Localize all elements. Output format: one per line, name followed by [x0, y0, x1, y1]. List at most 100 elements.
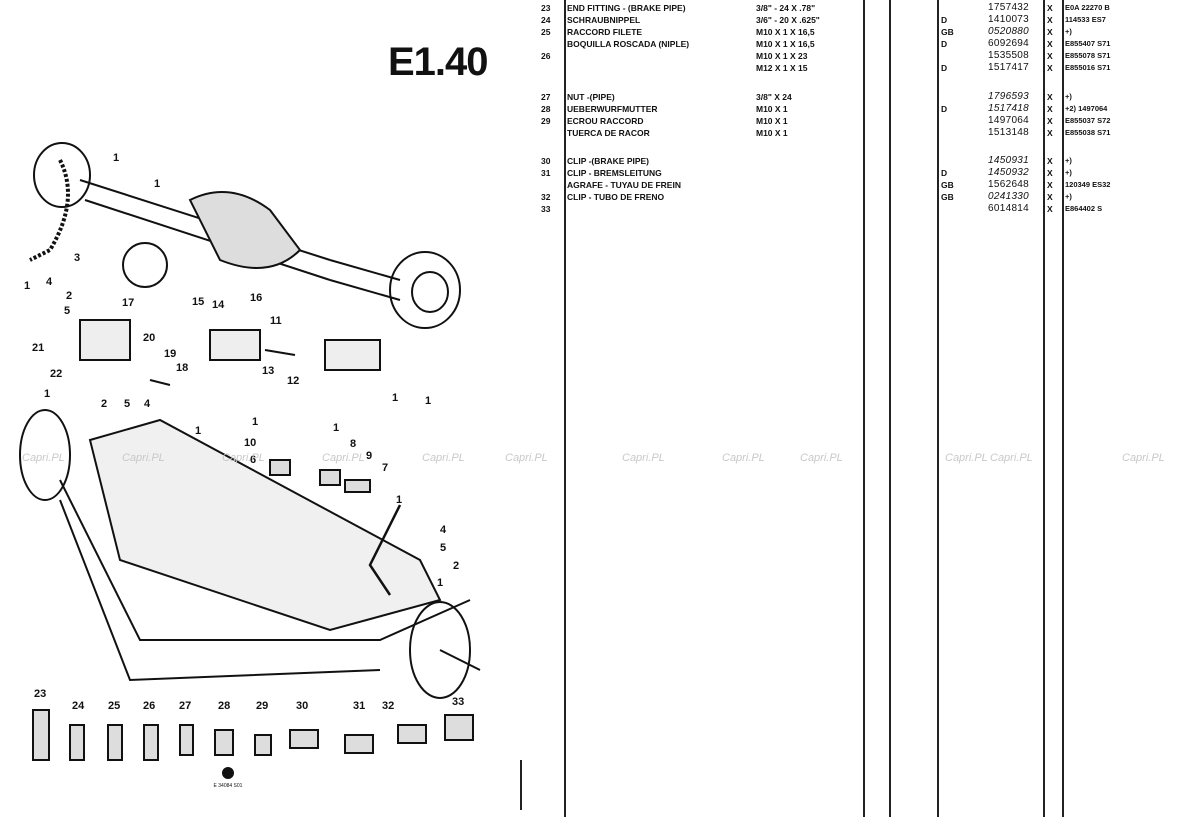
callout-number: 4 [46, 276, 53, 288]
callout-number: 1 [437, 577, 444, 589]
part-number: 1535508 [988, 50, 1030, 61]
column-divider [564, 0, 566, 817]
part-description: END FITTING - (BRAKE PIPE) [567, 3, 686, 13]
reference-number: +2) 1497064 [1065, 104, 1108, 113]
watermark: Capri.PL [990, 452, 1033, 464]
reference-number: E855038 S71 [1065, 128, 1111, 137]
x-mark: X [1047, 204, 1053, 214]
callout-number: 1 [333, 422, 340, 434]
callout-number: 1 [425, 395, 432, 407]
watermark: Capri.PL [22, 452, 65, 464]
part-number: 0520880 [988, 26, 1030, 37]
part-label: 31 [353, 700, 366, 712]
item-number: 33 [541, 204, 551, 214]
part-number: 1497064 [988, 115, 1030, 126]
watermark: Capri.PL [722, 452, 765, 464]
reference-number: +) [1065, 192, 1072, 201]
watermark: Capri.PL [505, 452, 548, 464]
callout-number: 21 [32, 342, 45, 354]
item-number: 31 [541, 168, 551, 178]
reference-number: +) [1065, 168, 1072, 177]
item-number: 25 [541, 27, 551, 37]
part-number: 1513148 [988, 127, 1030, 138]
callout-number: 2 [66, 290, 73, 302]
callout-number: 5 [440, 542, 447, 554]
part-spec: M10 X 1 [756, 116, 788, 126]
column-divider [1062, 0, 1064, 817]
item-number: 24 [541, 15, 551, 25]
callout-number: 1 [195, 425, 202, 437]
country-code: D [941, 39, 948, 49]
x-mark: X [1047, 128, 1053, 138]
x-mark: X [1047, 192, 1053, 202]
part-description: ECROU RACCORD [567, 116, 644, 126]
part-description: BOQUILLA ROSCADA (NIPLE) [567, 39, 690, 49]
country-code: D [941, 15, 948, 25]
watermark: Capri.PL [945, 452, 988, 464]
callout-number: 8 [350, 438, 357, 450]
part-description: NUT -(PIPE) [567, 92, 615, 102]
part-number: 1796593 [988, 91, 1030, 102]
watermark: Capri.PL [322, 452, 365, 464]
part-spec: M12 X 1 X 15 [756, 63, 808, 73]
reference-number: E855407 S71 [1065, 39, 1111, 48]
callout-number: 1 [24, 280, 31, 292]
watermark: Capri.PL [800, 452, 843, 464]
x-mark: X [1047, 27, 1053, 37]
part-label: 23 [34, 688, 47, 700]
x-mark: X [1047, 104, 1053, 114]
column-divider [1043, 0, 1045, 817]
watermark: Capri.PL [1122, 452, 1165, 464]
part-label: 28 [218, 700, 231, 712]
callout-number: 7 [382, 462, 389, 474]
country-code: D [941, 104, 948, 114]
country-code: GB [941, 180, 954, 190]
part-spec: 3/6" - 20 X .625" [756, 15, 820, 25]
x-mark: X [1047, 51, 1053, 61]
reference-number: E855078 S71 [1065, 51, 1111, 60]
part-number: 1517418 [988, 103, 1030, 114]
callout-number: 9 [366, 450, 373, 462]
part-number: 1757432 [988, 2, 1030, 13]
part-label: 25 [108, 700, 121, 712]
part-label: 29 [256, 700, 269, 712]
callout-number: 5 [64, 305, 71, 317]
part-spec: M10 X 1 X 16,5 [756, 27, 815, 37]
x-mark: X [1047, 180, 1053, 190]
part-spec: M10 X 1 [756, 104, 788, 114]
country-code: D [941, 63, 948, 73]
callout-number: 20 [143, 332, 156, 344]
part-spec: M10 X 1 X 23 [756, 51, 808, 61]
part-description: CLIP - BREMSLEITUNG [567, 168, 662, 178]
x-mark: X [1047, 15, 1053, 25]
item-number: 32 [541, 192, 551, 202]
page-title: E1.40 [388, 40, 489, 84]
part-label: 24 [72, 700, 85, 712]
callout-number: 4 [440, 524, 447, 536]
x-mark: X [1047, 116, 1053, 126]
item-number: 27 [541, 92, 551, 102]
callout-number: 1 [392, 392, 399, 404]
callout-number: 2 [101, 398, 108, 410]
reference-number: E864402 S [1065, 204, 1103, 213]
part-spec: 3/8" - 24 X .78" [756, 3, 816, 13]
part-description: RACCORD FILETE [567, 27, 643, 37]
callout-number: 6 [250, 454, 257, 466]
item-number: 28 [541, 104, 551, 114]
diagram-stamp: E 34084 S01 [213, 783, 243, 789]
callout-number: 5 [124, 398, 131, 410]
part-description: CLIP - TUBO DE FRENO [567, 192, 665, 202]
part-label: 33 [452, 696, 465, 708]
callout-number: 19 [164, 348, 177, 360]
callout-number: 1 [396, 494, 403, 506]
country-code: D [941, 168, 948, 178]
callout-number: 17 [122, 297, 135, 309]
column-divider [937, 0, 939, 817]
x-mark: X [1047, 63, 1053, 73]
